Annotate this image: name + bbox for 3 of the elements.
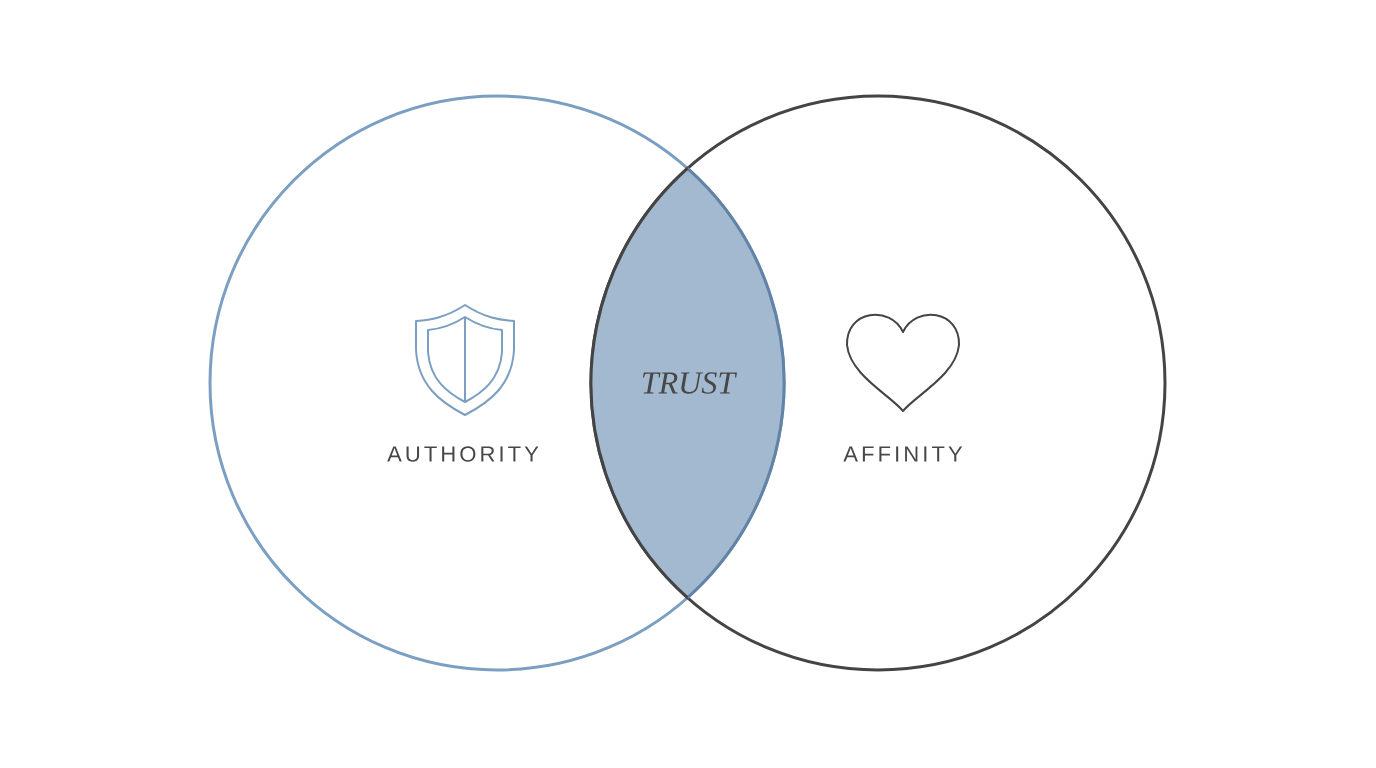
overlap-region: TRUST <box>589 167 786 599</box>
circle-label: AUTHORITY <box>387 446 539 462</box>
circle-label: AFFINITY <box>843 446 963 462</box>
